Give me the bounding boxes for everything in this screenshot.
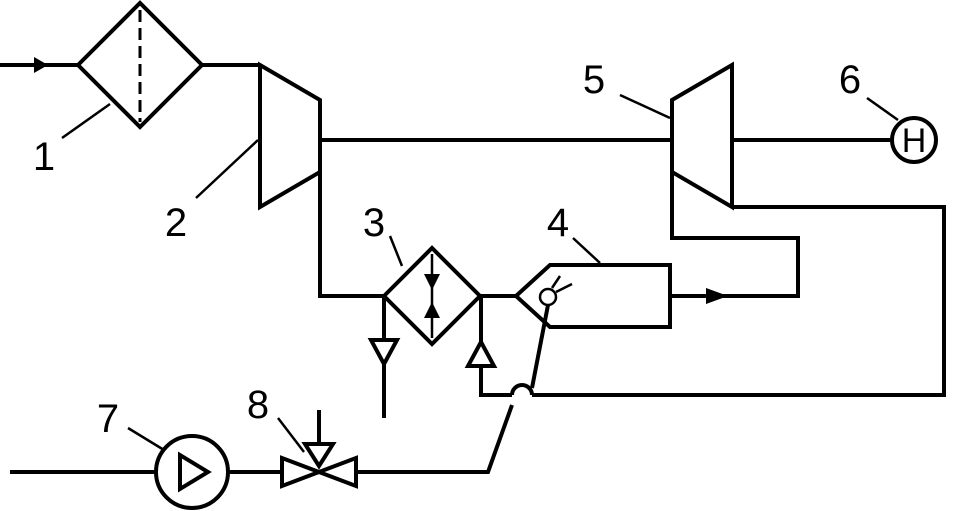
label-combustor: 4 [547,201,569,245]
heat-exchanger-symbol [381,245,483,347]
pump-symbol [154,434,230,510]
label-pump: 7 [97,397,119,441]
turbine-symbol [670,61,734,211]
generator-letter: H [902,122,927,160]
exhaust-return-line [532,205,946,397]
exhaust-to-exchanger-line [479,366,512,397]
combustor-outlet-line [670,172,800,304]
exhaust-outlet [367,296,401,418]
label-turbine: 5 [583,58,605,102]
exchanger-hot-inlet [464,296,498,368]
label-filter: 1 [33,135,55,179]
line-crossover-hop [510,383,534,396]
label-valve: 8 [247,383,269,427]
inlet-line [0,57,78,73]
generator-symbol: H [890,116,938,164]
leader-lines [61,93,899,453]
fuel-line [10,304,550,474]
compressor-outlet-line [318,172,384,298]
label-compressor: 2 [165,201,187,245]
valve-symbol [280,410,358,489]
label-generator: 6 [839,58,861,102]
combustor-symbol [513,263,672,329]
label-heat-exchanger: 3 [363,201,385,245]
compressor-symbol [258,61,322,211]
filter-symbol [75,0,205,130]
